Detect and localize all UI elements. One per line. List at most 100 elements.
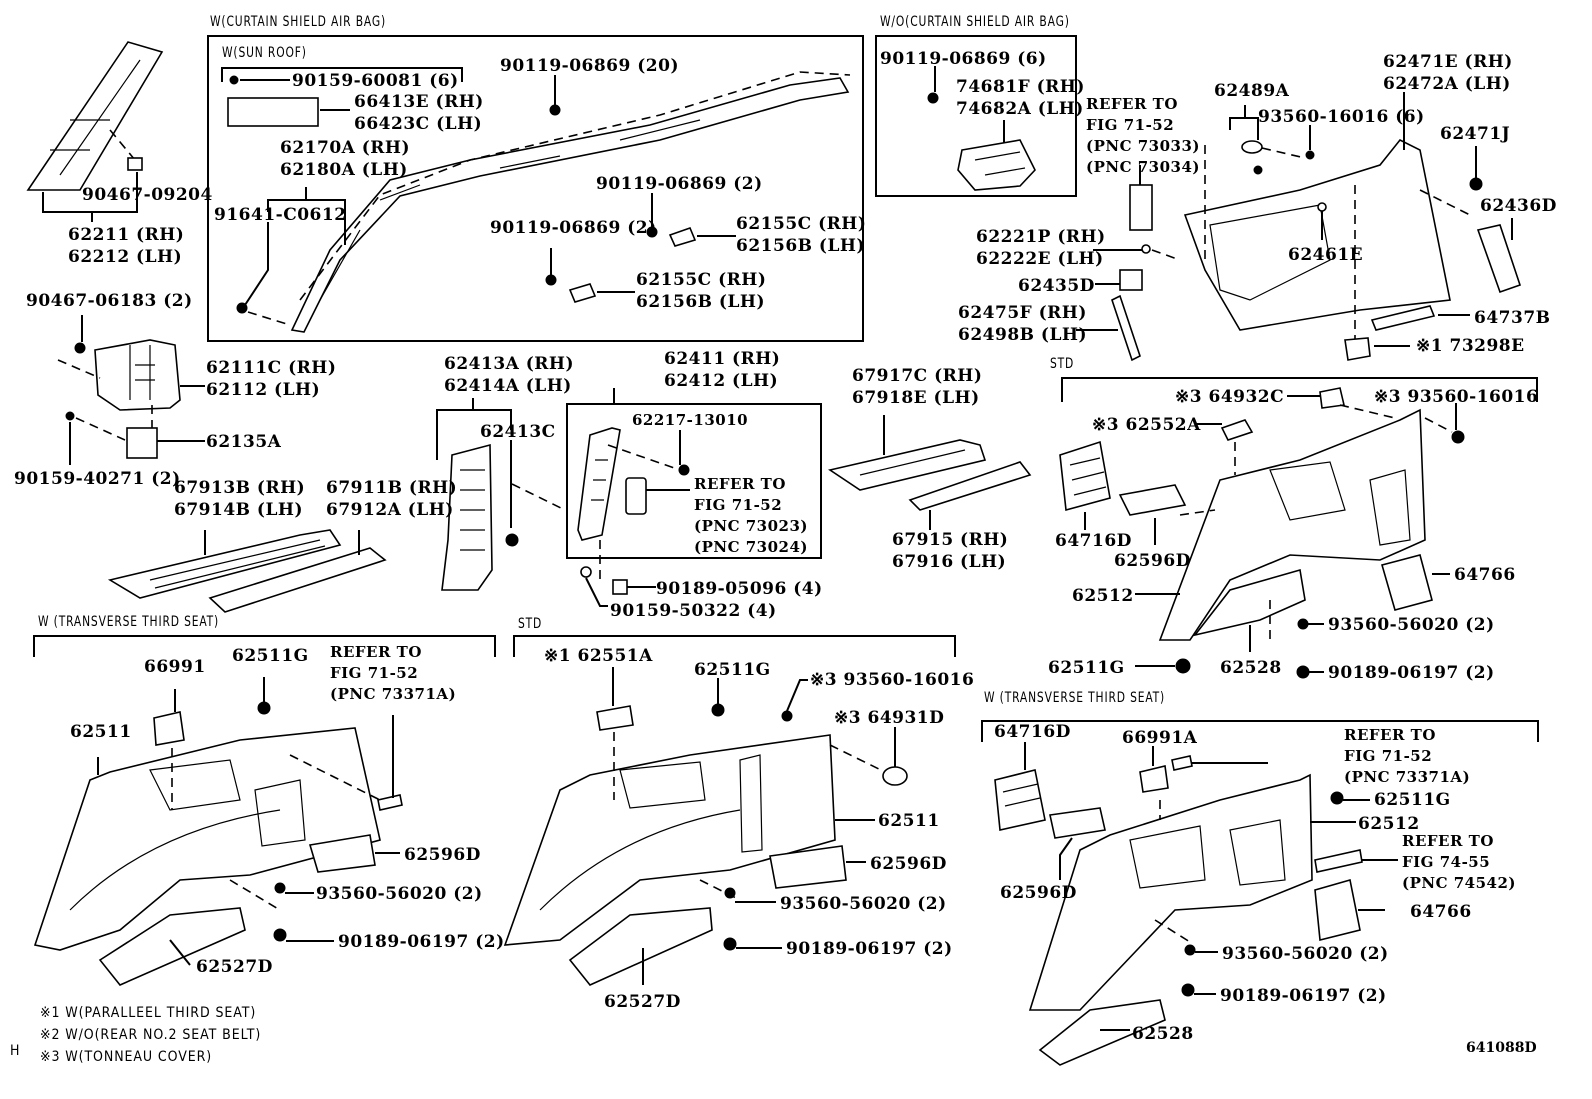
part-number: 62414A (LH) (444, 376, 572, 396)
part-number: 62170A (RH) (280, 138, 411, 158)
part-number: 90119-06869 (2) (596, 174, 763, 194)
part-number: 62217-13010 (632, 411, 749, 429)
part-number: 93560-56020 (2) (1328, 615, 1495, 635)
callout-tr-66991a: 66991A (1122, 727, 1197, 749)
part-number: 67916 (LH) (892, 552, 1007, 572)
part-number: 74681F (RH) (956, 77, 1085, 97)
callout-airbag: 62170A (RH)62180A (LH) (280, 137, 410, 181)
part-number: 90159-60081 (6) (292, 71, 459, 91)
std-center-quarter-trim (503, 667, 908, 986)
callout-sunroof-screw: 90159-60081 (6) (292, 70, 459, 92)
b-pillar-upper-box (566, 403, 822, 559)
quarter-upper-trim (1076, 92, 1522, 362)
a-pillar-garnish (26, 41, 164, 222)
part-number: 64737B (1474, 308, 1551, 328)
part-number: ※3 93560-16016 (1374, 387, 1539, 407)
callout-airbag-bolt: 91641-C0612 (214, 204, 347, 226)
part-number: 66991 (144, 657, 206, 677)
part-number: (PNC 73023) (694, 517, 809, 535)
part-number: 62180A (LH) (280, 160, 408, 180)
part-number: (PNC 73024) (694, 538, 809, 556)
footnote-1: ※1 W(PARALLEEL THIRD SEAT) (40, 1005, 257, 1021)
part-number: REFER TO (1086, 95, 1178, 113)
callout-screw-90159-50322: 90159-50322 (4) (610, 600, 777, 622)
part-number: FIG 71-52 (694, 496, 783, 514)
header-transverse-right: W (TRANSVERSE THIRD SEAT) (984, 690, 1166, 706)
callout-scuff-rear-b: 67915 (RH)67916 (LH) (892, 529, 1008, 573)
header-wo-curtain-airbag: W/O(CURTAIN SHIELD AIR BAG) (880, 14, 1070, 30)
part-number: 62411 (RH) (664, 349, 781, 369)
callout-tr-62596d: 62596D (1000, 882, 1077, 904)
part-number: 62596D (1114, 551, 1191, 571)
part-number: 66413E (RH) (354, 92, 484, 112)
callout-qtr-upper: 62471E (RH)62472A (LH) (1383, 51, 1513, 95)
part-number: 93560-56020 (2) (316, 884, 483, 904)
part-number: 62436D (1480, 196, 1557, 216)
part-number: ※3 93560-16016 (810, 670, 975, 690)
part-number: 62472A (LH) (1383, 74, 1511, 94)
callout-cowl-side: 62111C (RH)62112 (LH) (206, 357, 336, 401)
part-number: 93560-56020 (2) (1222, 944, 1389, 964)
part-number: (PNC 73033) (1086, 137, 1201, 155)
callout-std-r-62512: 62512 (1072, 585, 1134, 607)
callout-airbag-bracket-a: 62155C (RH)62156B (LH) (736, 213, 866, 257)
callout-std-r-clip: 90189-06197 (2) (1328, 662, 1495, 684)
callout-cover-62489: 62489A (1214, 80, 1289, 102)
footnote-3: ※3 W(TONNEAU COVER) (40, 1049, 213, 1065)
part-number: 62475F (RH) (958, 303, 1087, 323)
part-number: 64766 (1454, 565, 1516, 585)
callout-std-r-64932c: ※3 64932C (1175, 386, 1284, 408)
part-number: 62221P (RH) (976, 227, 1106, 247)
part-number: 66991A (1122, 728, 1198, 748)
rear-scuff-plates (828, 415, 1032, 530)
callout-scuff-rear-a: 67917C (RH)67918E (LH) (852, 365, 982, 409)
callout-hook-73298e: ※1 73298E (1416, 335, 1525, 357)
footnote-2: ※2 W/O(REAR NO.2 SEAT BELT) (40, 1027, 262, 1043)
part-number: (PNC 73371A) (1344, 768, 1471, 786)
callout-pad-62435d: 62435D (1018, 275, 1095, 297)
part-number: (PNC 73371A) (330, 685, 457, 703)
callout-sunroof-bracket: 66413E (RH)66423C (LH) (354, 91, 484, 135)
part-number: 62489A (1214, 81, 1290, 101)
part-number: ※3 64932C (1175, 387, 1285, 407)
part-number: 62511 (878, 811, 940, 831)
part-number: 62471J (1440, 124, 1511, 144)
callout-clip-62461e: 62461E (1288, 244, 1363, 266)
part-number: ※1 62551A (544, 646, 653, 666)
callout-airbag-screw-2b: 90119-06869 (2) (490, 217, 657, 239)
part-number: 62212 (LH) (68, 247, 183, 267)
callout-tr-clip: 90189-06197 (2) (1220, 985, 1387, 1007)
part-number: 62511 (70, 722, 132, 742)
part-number: 74682A (LH) (956, 99, 1084, 119)
callout-sc-62511g: 62511G (694, 659, 771, 681)
part-number: 62461E (1288, 245, 1364, 265)
callout-sc-62527d: 62527D (604, 991, 681, 1013)
part-number: 64716D (1055, 531, 1132, 551)
assist-grip-bracket (927, 66, 1036, 191)
part-number: 62511G (1048, 658, 1125, 678)
part-number: 62155C (RH) (736, 214, 867, 234)
part-number: 62412 (LH) (664, 371, 779, 391)
part-number: 62222E (LH) (976, 249, 1104, 269)
callout-scuff-front-b: 67911B (RH)67912A (LH) (326, 477, 457, 521)
part-number: 90159-40271 (2) (14, 469, 181, 489)
part-number: 64766 (1410, 902, 1472, 922)
callout-std-r-62528: 62528 (1220, 657, 1282, 679)
part-number: 62413A (RH) (444, 354, 575, 374)
front-scuff-plates (107, 529, 387, 613)
callout-clip-62471j: 62471J (1440, 123, 1510, 145)
callout-sc-62511: 62511 (878, 810, 940, 832)
part-number: 67917C (RH) (852, 366, 983, 386)
callout-scuff-front-a: 67913B (RH)67914B (LH) (174, 477, 305, 521)
part-number: REFER TO (1402, 832, 1494, 850)
b-pillar-upper-trim (577, 388, 690, 607)
callout-nut-90189-05096: 90189-05096 (4) (656, 578, 823, 600)
part-number: 90159-50322 (4) (610, 601, 777, 621)
header-curtain-airbag: W(CURTAIN SHIELD AIR BAG) (210, 14, 387, 30)
callout-pad-62436d: 62436D (1480, 195, 1557, 217)
part-number: 90119-06869 (6) (880, 49, 1047, 69)
callout-cowl-screw: 90159-40271 (2) (14, 468, 181, 490)
